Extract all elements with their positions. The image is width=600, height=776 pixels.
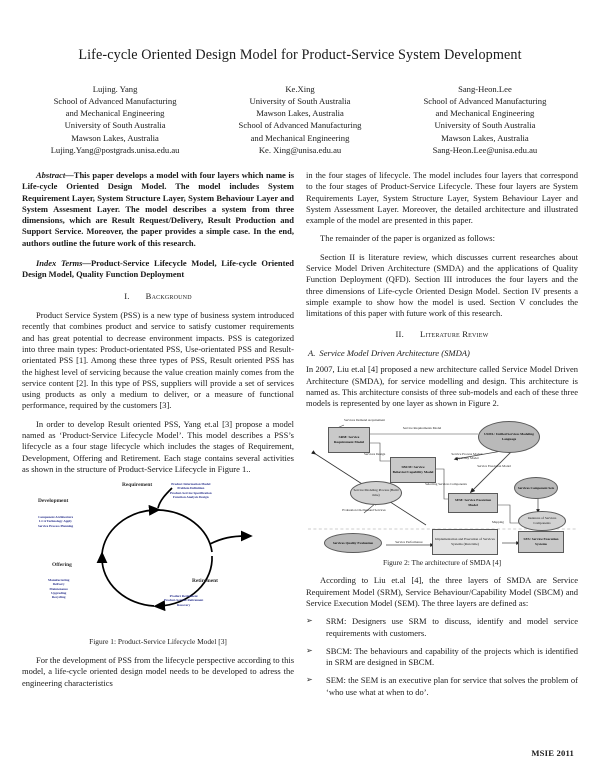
list-item-text: SEM: the SEM is an executive plan for se… [326,675,578,697]
author-block-3: Sang-Heon.Lee School of Advanced Manufac… [394,83,576,156]
author-affiliation-line: and Mechanical Engineering [65,108,165,119]
figure-2-edge-label-service-performance: Service Performance [395,539,423,544]
author-name: Lujing. Yang [92,83,138,94]
list-item-text: SBCM: The behaviours and capability of t… [326,645,578,668]
figure-2-edge-label-req-model: Service Requirements Model [402,425,442,430]
figure-1-stage-label-offering: Offering [52,562,72,569]
figure-2-node-modeling-process: Service Modeling Process (Build time) [350,480,402,505]
author-affiliation-line: and Mechanical Engineering [250,132,350,143]
author-name: Ke.Xing [285,83,315,94]
figure-2-node-instances: Instances of Services Components [518,510,566,531]
figure-1-stage-items-development: Component Architecture LCA Technology Ap… [38,515,74,528]
left-paragraph-2: In order to develop Result oriented PSS,… [22,418,294,474]
figure-1-stage-label-development: Development [38,498,69,505]
author-email: Ke. Xing@unisa.edu.au [258,144,342,155]
index-terms-body: Product-Service Lifecycle Model, Life-cy… [22,258,294,280]
figure-2-caption: Figure 2: The architecture of SMDA [4] [382,557,502,567]
subsection-title: Service Model Driven Architecture (SMDA) [319,347,470,358]
figure-1-stage-items-offering: Manufacturing Delivery Maintenance Upgra… [48,578,70,600]
figure-2-node-srm: SRM: Service Requirement Model [328,426,370,453]
figure-2-edge-label-process-capability: Service Process Model/ Capability Model [451,451,483,460]
smda-architecture-svg [308,424,576,547]
author-list: Lujing. Yang School of Advanced Manufact… [0,65,600,156]
author-affiliation-line: School of Advanced Manufacturing [53,95,177,106]
section-title: Background [145,290,192,301]
lifecycle-circle-svg [96,487,253,612]
abstract-lead: Abstract— [36,169,74,180]
abstract-body: This paper develops a model with four la… [22,169,294,248]
list-item: ➢ SEM: the SEM is an executive plan for … [306,675,578,698]
section-number: I. [124,290,130,301]
figure-2: Services Demand Acquirement SRM: Service… [306,416,578,568]
figure-1-stage-items-retirement: Product Retirement Product-Service Retir… [164,594,204,607]
author-block-1: Lujing. Yang School of Advanced Manufact… [24,83,206,156]
arrow-bullet-icon: ➢ [306,616,313,626]
figure-2-edge-label-demand: Services Demand Acquirement [344,417,386,422]
figure-2-edge-label-evaluation: Evaluation On-Demand Services [342,507,386,512]
smda-layer-list: ➢ SRM: Designers use SRM to discuss, ide… [306,616,578,698]
figure-2-edge-label-execution-model: Service Execution Model [477,463,511,468]
author-affiliation-line: and Mechanical Engineering [435,108,535,119]
figure-2-node-component-sets: Services Component Sets [514,476,558,499]
figure-1-stage-items-requirement: Product Information Model Problem Defini… [170,482,212,499]
page-title: Life-cycle Oriented Design Model for Pro… [78,47,522,63]
list-item: ➢ SBCM: The behaviours and capability of… [306,646,578,669]
figure-2-node-ses: SES: Service Execution Systems [518,530,564,553]
page-footer: MSIE 2011 [531,748,574,758]
figure-2-node-sem: SEM: Service Execution Model [448,492,498,513]
arrow-bullet-icon: ➢ [306,675,313,685]
author-affiliation-line: University of South Australia [64,120,166,131]
figure-1-stage-label-requirement: Requirement [122,482,153,489]
two-column-body: Abstract—This paper develops a model wit… [0,156,600,705]
left-paragraph-3: For the development of PSS from the life… [22,655,295,688]
author-name: Sang-Heon.Lee [458,83,512,94]
figure-2-edge-label-selecting-components: Selecting Services Components [425,481,467,486]
author-affiliation-line: University of South Australia [249,95,351,106]
author-affiliation-line: School of Advanced Manufacturing [423,95,547,106]
figure-1-stage-label-retirement: Retirement [192,578,218,585]
figure-1-graphic: Requirement Product Information Model Pr… [24,482,292,634]
author-affiliation-line: University of South Australia [434,120,536,131]
figure-2-graphic: Services Demand Acquirement SRM: Service… [306,416,578,555]
figure-2-node-usml: USML: Unified Services Modeling Language [478,420,540,453]
figure-2-edge-label-mapping: Mapping [492,519,504,524]
figure-1: Requirement Product Information Model Pr… [22,482,294,647]
right-paragraph-5: According to Liu et.al [4], the three la… [306,575,578,608]
section-heading-literature-review: II. Literature Review [306,329,578,340]
author-affiliation-line: Mawson Lakes, Australia [256,108,344,119]
left-paragraph-1: Product Service System (PSS) is a new ty… [22,310,294,411]
left-column: Abstract—This paper develops a model wit… [22,170,294,705]
section-number: II. [395,328,404,339]
author-block-2: Ke.Xing University of South Australia Ma… [209,83,391,156]
figure-2-node-implementation: Implementation and Execution of Services… [432,528,498,555]
right-column: in the four stages of lifecycle. The mod… [306,170,578,705]
author-affiliation-line: Mawson Lakes, Australia [71,132,159,143]
author-email: Lujing.Yang@postgrads.unisa.edu.au [50,144,180,155]
figure-2-node-sbcm: SBCM: Service Behavior/Capability Model [390,456,436,483]
section-heading-background: I. Background [22,291,294,302]
subsection-heading-smda: A.Service Model Driven Architecture (SMD… [306,348,578,359]
figure-2-node-quality-evaluation: Services Quality Evaluation [324,532,382,553]
list-item-text: SRM: Designers use SRM to discuss, ident… [326,616,578,638]
author-affiliation-line: Mawson Lakes, Australia [441,132,529,143]
right-paragraph-4: In 2007, Liu et.al [4] proposed a new ar… [306,364,578,409]
right-paragraph-3: Section II is literature review, which d… [306,251,578,319]
author-affiliation-line: School of Advanced Manufacturing [238,120,362,131]
index-terms-paragraph: Index Terms—Product-Service Lifecycle Mo… [22,258,294,281]
subsection-label: A. [308,347,316,358]
figure-1-caption: Figure 1: Product-Service Lifecycle Mode… [89,637,227,647]
section-title: Literature Review [419,328,489,339]
list-item: ➢ SRM: Designers use SRM to discuss, ide… [306,616,578,639]
right-paragraph-2: The remainder of the paper is organized … [320,233,495,244]
figure-2-edge-label-services-design: Services Design [364,451,386,456]
right-paragraph-1: in the four stages of lifecycle. The mod… [306,169,578,226]
abstract-paragraph: Abstract—This paper develops a model wit… [22,170,294,249]
author-email: Sang-Heon.Lee@unisa.edu.au [432,144,538,155]
arrow-bullet-icon: ➢ [306,645,313,655]
index-terms-lead: Index Terms— [36,258,91,269]
